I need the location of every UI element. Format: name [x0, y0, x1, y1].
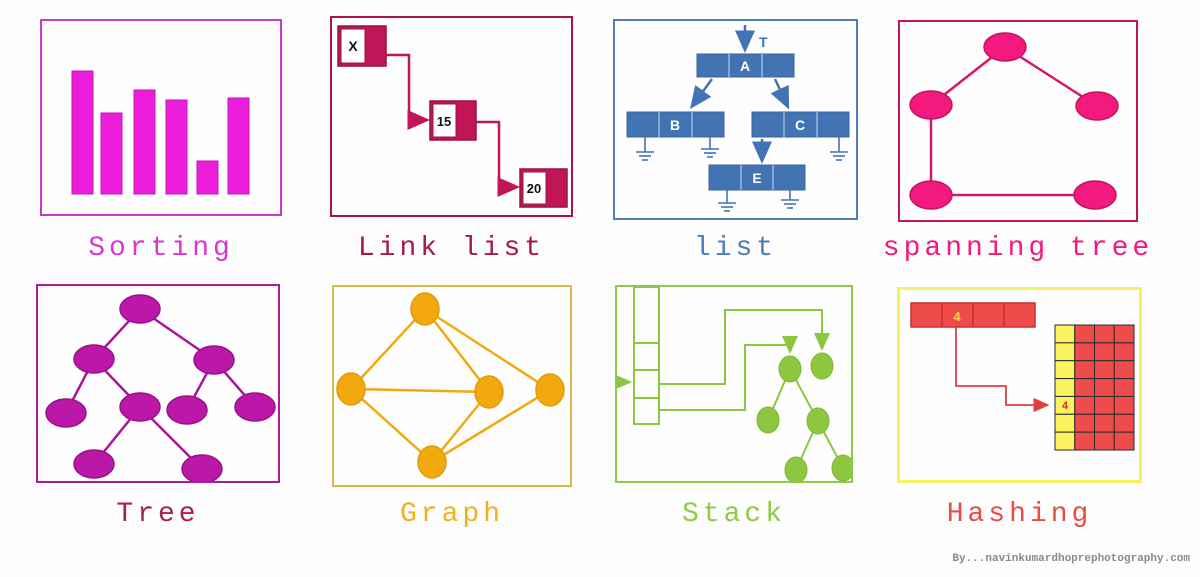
ground-icon — [718, 190, 736, 212]
sorting-bars — [71, 70, 250, 195]
hash-grid-cell — [1094, 342, 1115, 362]
hashing-bucket-grid — [1054, 324, 1135, 451]
list-node-a-value: A — [740, 58, 750, 74]
sorting-bar — [133, 89, 156, 195]
ground-icon — [830, 137, 848, 161]
graph-edges — [350, 307, 551, 464]
hashing-arrow-connector — [955, 327, 1050, 413]
stack-cells — [633, 287, 660, 425]
hash-grid-cell — [1113, 360, 1135, 380]
sorting-bar — [196, 160, 219, 195]
hashing-key-value: 4 — [953, 309, 961, 324]
hash-grid-cell — [1113, 413, 1135, 433]
hash-grid-cell — [1113, 378, 1135, 397]
list-title: list — [693, 233, 778, 264]
stack-pointers — [617, 309, 830, 411]
hash-grid-cell — [1094, 378, 1115, 397]
graph-nodes — [336, 292, 565, 479]
sorting-bar — [165, 99, 188, 195]
list-ground-symbols — [636, 137, 848, 212]
sorting-title: Sorting — [88, 233, 234, 264]
list-top-pointer-label: T — [759, 34, 768, 50]
hash-grid-cell — [1074, 413, 1095, 433]
link-list-node-1-value: X — [348, 38, 358, 54]
hash-grid-cell — [1054, 413, 1076, 433]
ground-icon — [636, 137, 654, 161]
hash-grid-cell — [1054, 360, 1076, 380]
list-node-b-value: B — [670, 117, 680, 133]
hash-grid-cell — [1074, 395, 1095, 415]
list-arrows — [690, 25, 790, 164]
hash-grid-cell — [1054, 378, 1076, 397]
hash-grid-cell — [1074, 324, 1095, 344]
graph-title: Graph — [399, 499, 504, 530]
ground-icon — [781, 190, 799, 209]
hash-grid-cell — [1113, 324, 1135, 344]
list-box: T A B C — [613, 19, 858, 220]
link-list-box: X 15 20 — [330, 16, 573, 217]
hash-grid-cell — [1094, 395, 1115, 415]
ground-icon — [701, 137, 719, 158]
list-node-a: A — [696, 53, 795, 78]
graph-diagram — [336, 292, 565, 479]
link-list-node-1: X — [337, 25, 387, 67]
stack-tree-nodes — [756, 352, 851, 481]
link-list-diagram: X 15 20 — [337, 25, 568, 208]
hashing-box: 4 4 — [897, 287, 1142, 483]
hash-grid-cell — [1074, 360, 1095, 380]
tree-edges — [64, 307, 256, 470]
tree-title: Tree — [116, 499, 200, 530]
spanning-tree-box — [898, 20, 1138, 222]
list-node-c: C — [751, 111, 850, 138]
stack-diagram — [617, 287, 851, 481]
sorting-bar — [71, 70, 94, 195]
tree-diagram — [45, 294, 276, 481]
hash-grid-cell — [1054, 431, 1076, 451]
spanning-tree-edges — [929, 45, 1098, 197]
spanning-tree-diagram — [909, 32, 1119, 210]
hashing-key-array: 4 — [910, 302, 1036, 328]
list-node-e: E — [708, 164, 806, 191]
list-node-e-value: E — [752, 170, 761, 186]
link-list-node-2-value: 15 — [437, 114, 451, 129]
sorting-bar — [100, 112, 123, 195]
hash-grid-cell — [1113, 342, 1135, 362]
stack-box — [615, 285, 853, 483]
hash-grid-cell — [1094, 324, 1115, 344]
hash-grid-cell — [1113, 431, 1135, 451]
hash-grid-cell — [1094, 360, 1115, 380]
tree-nodes — [45, 294, 276, 481]
hashing-bucket-value: 4 — [1062, 400, 1069, 412]
sorting-box — [40, 19, 282, 216]
hashing-title: Hashing — [946, 499, 1093, 530]
hash-grid-cell — [1113, 395, 1135, 415]
hash-grid-cell — [1054, 324, 1076, 344]
sorting-bar-chart — [71, 70, 250, 195]
hash-grid-cell — [1094, 413, 1115, 433]
sorting-bar — [227, 97, 250, 195]
link-list-connectors — [386, 53, 520, 197]
spanning-tree-title: spanning tree — [882, 233, 1154, 264]
hash-grid-cell — [1094, 431, 1115, 451]
hash-grid-cell — [1074, 431, 1095, 451]
list-node-b: B — [626, 111, 725, 138]
hash-grid-cell — [1074, 342, 1095, 362]
list-node-c-value: C — [795, 117, 805, 133]
link-list-node-2: 15 — [429, 100, 477, 141]
spanning-tree-nodes — [909, 32, 1119, 210]
watermark-credit: By...navinkumardhoprephotography.com — [952, 553, 1190, 565]
link-list-node-3-value: 20 — [527, 181, 541, 196]
hashing-diagram: 4 4 — [910, 302, 1135, 451]
link-list-title: Link list — [357, 233, 546, 264]
link-list-node-3: 20 — [519, 168, 568, 208]
stack-title: Stack — [681, 499, 786, 530]
graph-box — [332, 285, 572, 487]
hash-grid-cell — [1054, 342, 1076, 362]
tree-box — [36, 284, 280, 483]
hash-grid-cell — [1074, 378, 1095, 397]
list-diagram: T A B C — [626, 25, 850, 212]
